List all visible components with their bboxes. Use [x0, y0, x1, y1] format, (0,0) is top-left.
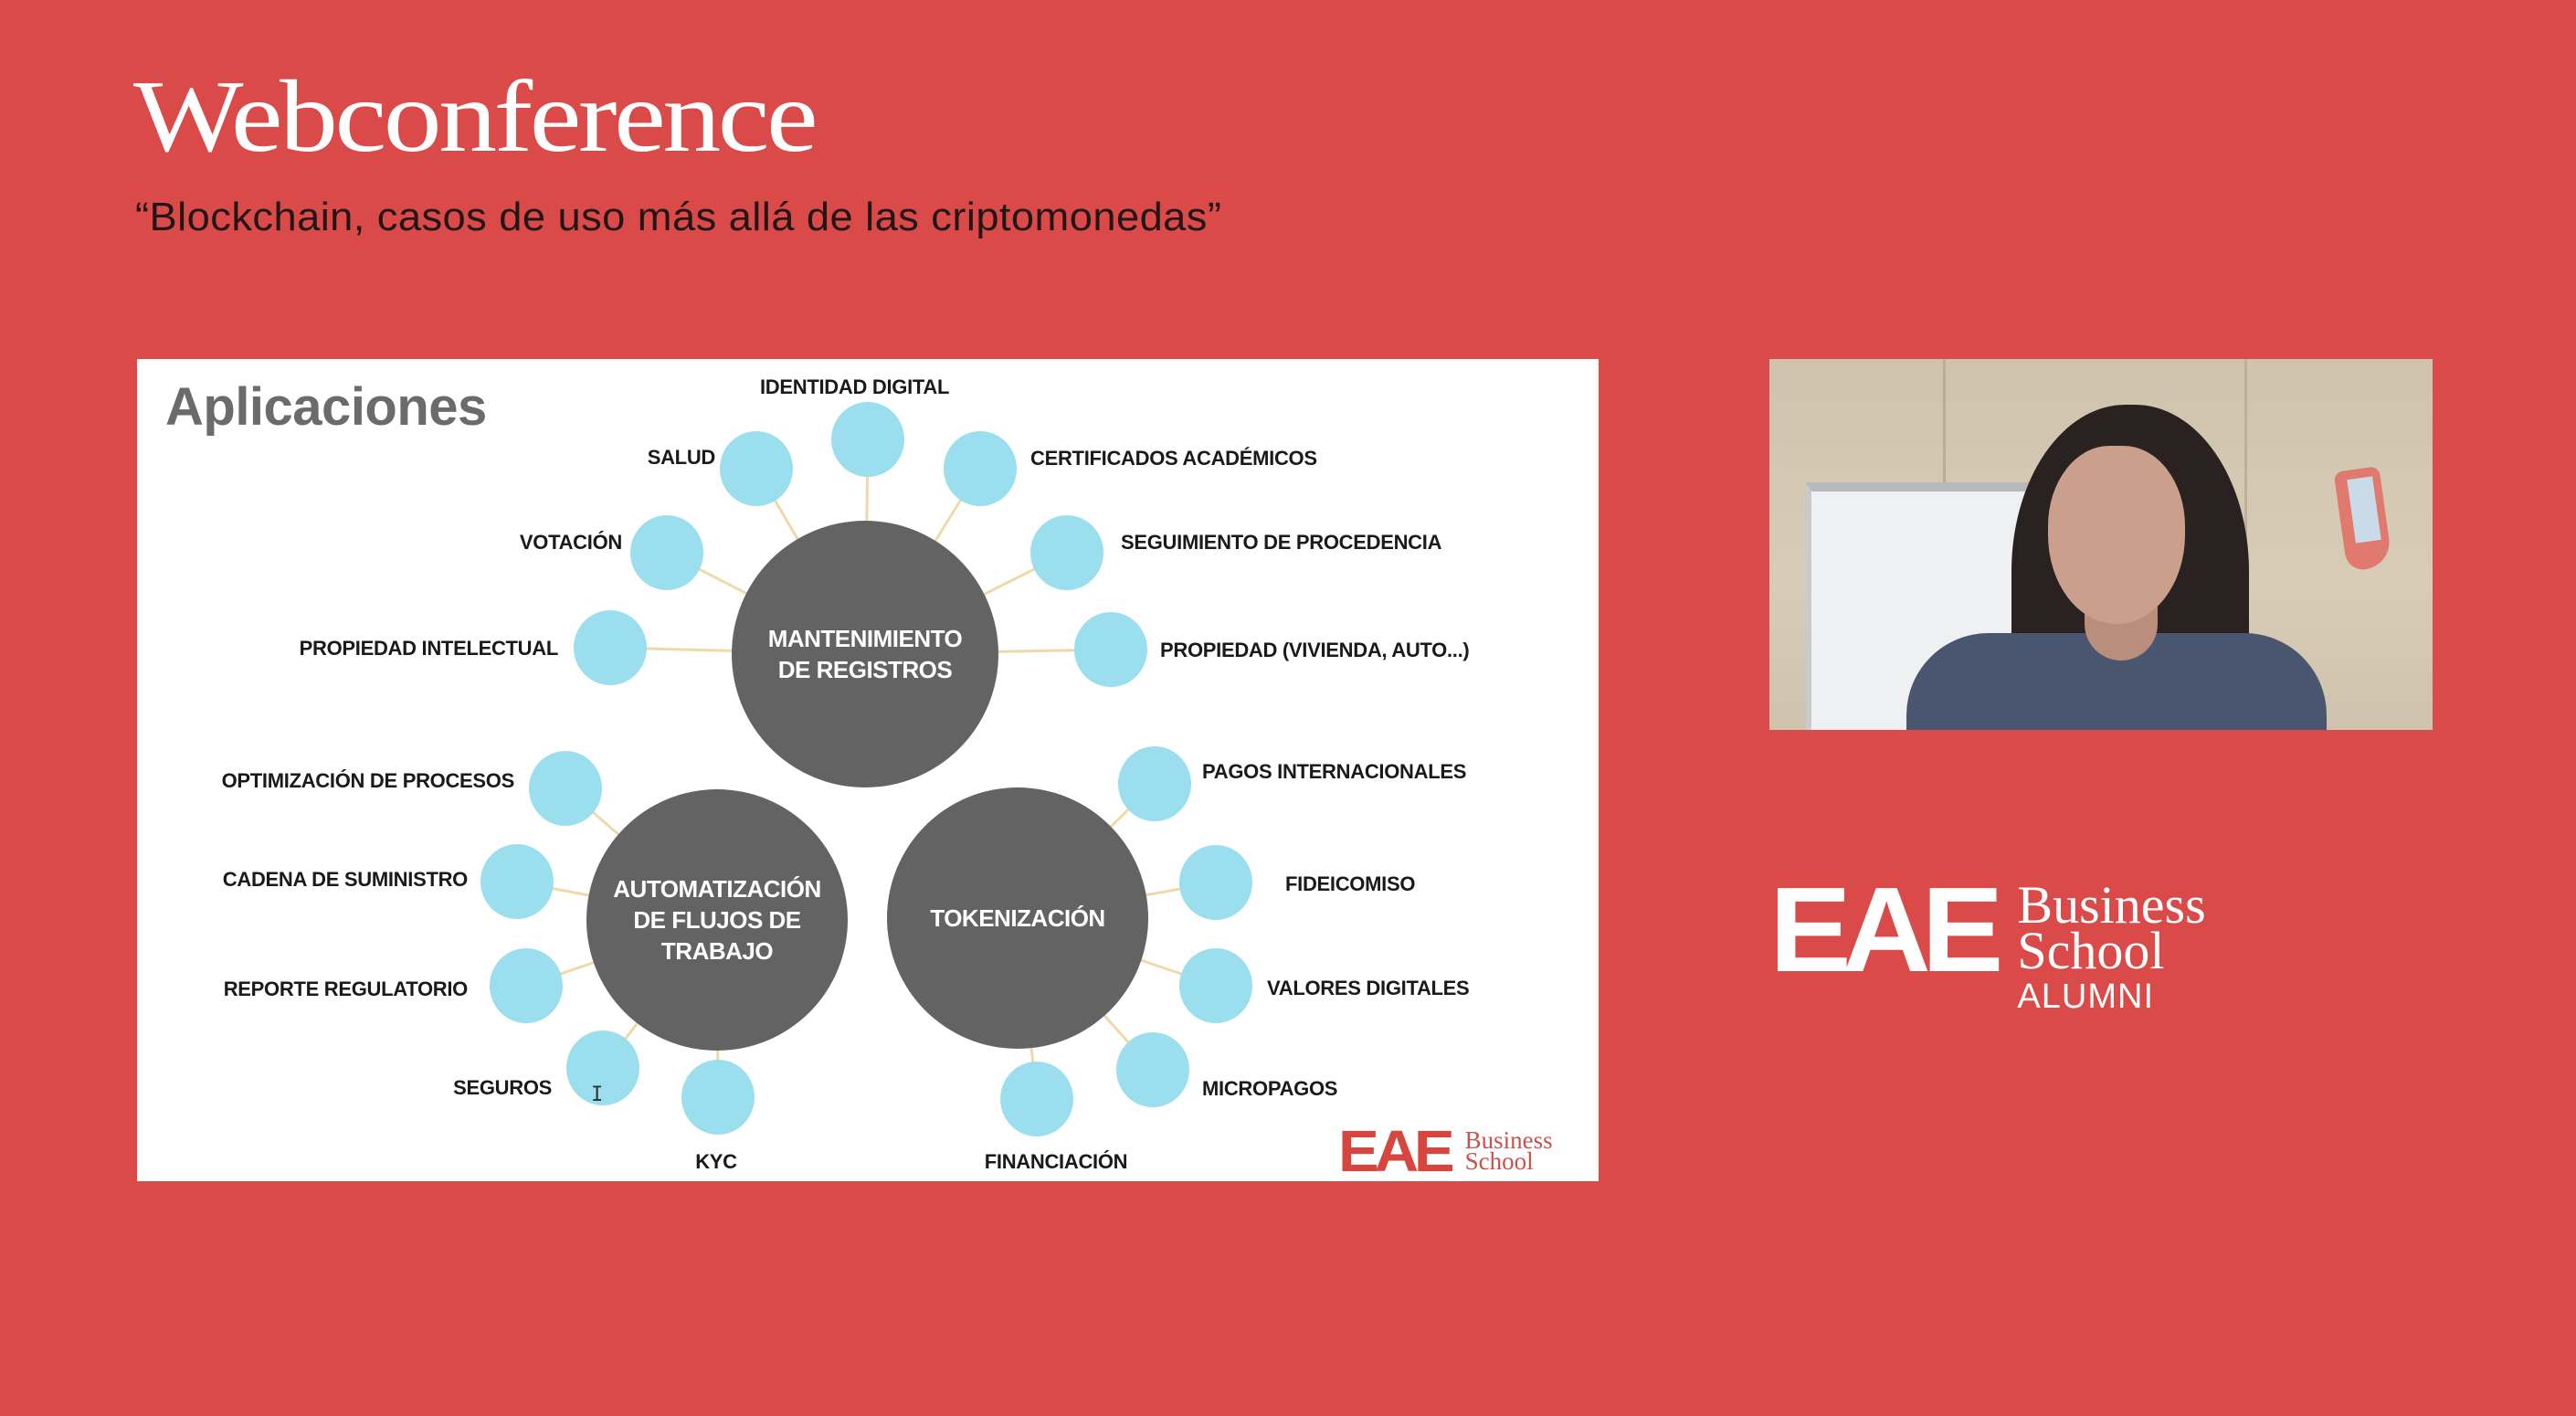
leaf-node-circle — [1030, 515, 1103, 590]
slide-title: Aplicaciones — [165, 377, 487, 437]
leaf-node-circle — [630, 515, 703, 590]
presenter-face — [2048, 446, 2185, 624]
hub-circle-registros — [732, 521, 998, 787]
node-label: VOTACIÓN — [519, 531, 622, 554]
shared-slide: Aplicaciones MANTENIMIENTO DE REGISTROS A… — [137, 359, 1599, 1181]
slide-logo-text: Business School — [1464, 1126, 1553, 1175]
hub-label-automatizacion: AUTOMATIZACIÓN DE FLUJOS DE TRABAJO — [613, 875, 821, 965]
leaf-node-circle — [566, 1030, 639, 1105]
leaf-node-circle — [1116, 1032, 1189, 1107]
leaf-node-circle — [490, 948, 563, 1023]
slide-eae-logo: EAE Business School — [1338, 1118, 1553, 1181]
leaf-node-circle — [1179, 948, 1252, 1023]
leaf-node-circle — [1000, 1062, 1073, 1136]
leaf-node-circle — [681, 1060, 755, 1135]
node-label: OPTIMIZACIÓN DE PROCESOS — [221, 769, 515, 792]
node-label: SEGUIMIENTO DE PROCEDENCIA — [1121, 531, 1442, 554]
node-label: FIDEICOMISO — [1285, 872, 1416, 895]
node-label: IDENTIDAD DIGITAL — [760, 375, 950, 398]
node-label: VALORES DIGITALES — [1267, 977, 1470, 999]
brand-mark: EAE — [1769, 862, 2003, 997]
leaf-node-circle — [720, 431, 793, 506]
leaf-node-circle — [529, 751, 602, 826]
node-label: PROPIEDAD (VIVIENDA, AUTO...) — [1160, 639, 1470, 661]
brand-text: Business School ALUMNI — [2017, 875, 2206, 1016]
node-label: CADENA DE SUMINISTRO — [222, 868, 469, 891]
node-label: FINANCIACIÓN — [984, 1150, 1128, 1173]
hub-label-registros: MANTENIMIENTO DE REGISTROS — [767, 625, 963, 683]
slide-logo-mark: EAE — [1338, 1118, 1455, 1181]
node-label: PROPIEDAD INTELECTUAL — [299, 637, 559, 660]
presenter-video[interactable] — [1769, 359, 2433, 730]
hub-circle-tokenizacion — [887, 787, 1148, 1049]
leaf-node-circle — [480, 844, 554, 919]
text-cursor-icon: I — [591, 1083, 604, 1106]
page-title: Webconference — [133, 60, 818, 174]
eae-alumni-logo: EAE Business School ALUMNI — [1769, 862, 2206, 1016]
leaf-node-circle — [1179, 845, 1252, 920]
leaf-node-circle — [574, 610, 647, 685]
node-label: CERTIFICADOS ACADÉMICOS — [1030, 447, 1317, 470]
brand-program: ALUMNI — [2017, 977, 2154, 1016]
applications-diagram — [480, 402, 1252, 1136]
node-label: PAGOS INTERNACIONALES — [1202, 760, 1467, 783]
node-label: KYC — [695, 1150, 737, 1173]
page-subtitle: “Blockchain, casos de uso más allá de la… — [135, 195, 1222, 239]
hub-label-tokenizacion: TOKENIZACIÓN — [930, 904, 1105, 932]
leaf-node-circle — [831, 402, 904, 477]
leaf-node-circle — [1074, 612, 1147, 687]
node-label: REPORTE REGULATORIO — [223, 977, 469, 1000]
hub-circle-automatizacion — [586, 789, 848, 1051]
node-label: SEGUROS — [453, 1076, 552, 1099]
leaf-node-circle — [1118, 746, 1191, 821]
node-label: SALUD — [647, 446, 716, 469]
brand-name: Business School — [2017, 875, 2206, 980]
video-wall-seam — [1943, 359, 1946, 514]
node-label: MICROPAGOS — [1202, 1077, 1338, 1100]
leaf-node-circle — [944, 431, 1017, 506]
